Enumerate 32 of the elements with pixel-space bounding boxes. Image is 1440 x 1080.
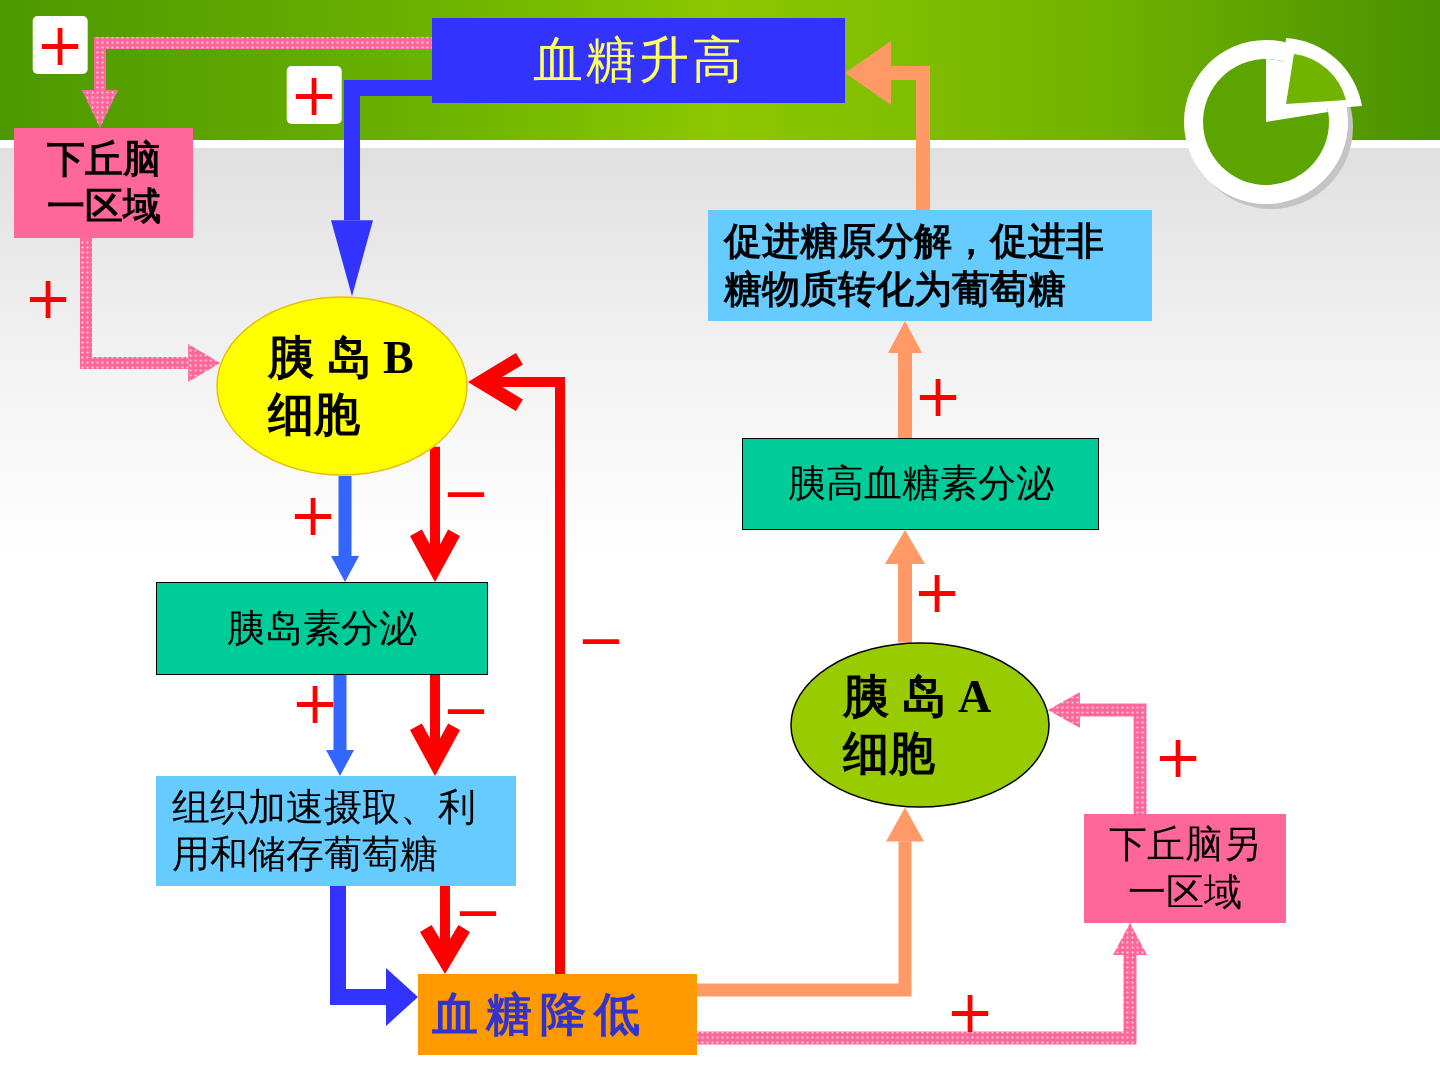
edge-label: +: [1153, 728, 1203, 786]
edge-label: +: [290, 674, 340, 732]
edge-label: +: [288, 486, 338, 544]
arrow: [331, 80, 432, 297]
edge-label: +: [945, 983, 995, 1041]
arrow: [888, 321, 922, 438]
arrow: [885, 530, 925, 643]
process-box: 促进糖原分解，促进非糖物质转化为葡萄糖: [708, 210, 1152, 321]
edge-label: −: [441, 681, 491, 739]
process-box: 组织加速摄取、利用和储存葡萄糖: [156, 776, 516, 886]
edge-label: −: [453, 883, 503, 941]
process-box: 血糖升高: [432, 18, 845, 103]
process-box: 血糖降低: [418, 974, 697, 1055]
arrow: [1047, 692, 1147, 814]
arrow: [80, 238, 221, 382]
process-box: 胰高血糖素分泌: [742, 438, 1099, 530]
process-box: 下丘脑另一区域: [1084, 814, 1286, 923]
arrow: [330, 886, 418, 1026]
edge-label: +: [286, 66, 342, 124]
edge-label: −: [576, 611, 626, 669]
ellipse-node: 胰 岛 B细胞: [216, 296, 468, 476]
edge-label: +: [913, 367, 963, 425]
ellipse-node: 胰 岛 A细胞: [790, 642, 1050, 808]
arrow: [845, 41, 930, 210]
edge-label: +: [23, 269, 73, 327]
arrow: [697, 807, 924, 997]
arrow: [331, 476, 359, 582]
process-box: 下丘脑一区域: [14, 128, 193, 238]
edge-label: +: [912, 563, 962, 621]
arrow: [697, 923, 1147, 1045]
arrow: [326, 675, 354, 776]
process-box: 胰岛素分泌: [156, 582, 488, 675]
